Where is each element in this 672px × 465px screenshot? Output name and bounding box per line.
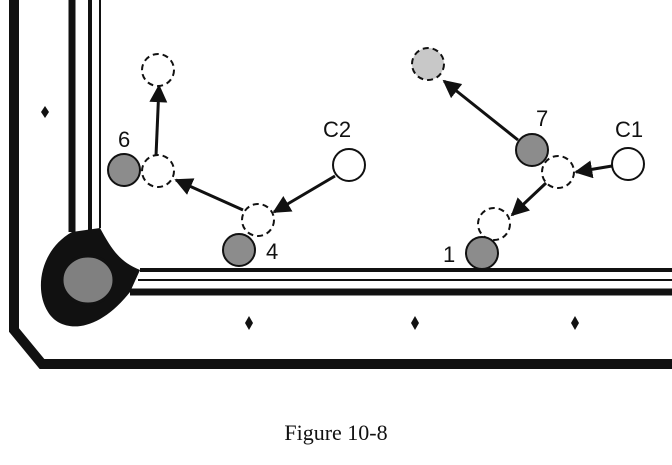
- label-1: 1: [443, 242, 455, 267]
- corner-pocket: [60, 254, 116, 306]
- carom-path-4: [174, 178, 244, 212]
- label-c2: C2: [323, 117, 351, 142]
- ball-6: [107, 153, 141, 187]
- cue-balls: [332, 147, 645, 182]
- figure-caption: Figure 10-8: [284, 420, 388, 445]
- ball-1: [465, 236, 499, 270]
- cue-path-c2: [272, 174, 336, 214]
- label-6: 6: [118, 127, 130, 152]
- path-6: [149, 84, 168, 157]
- ghost-ball-6: [141, 154, 175, 188]
- ball-4: [222, 233, 256, 267]
- cue-ball-c1: [611, 147, 645, 181]
- label-7: 7: [536, 106, 548, 131]
- ghost-balls: [141, 53, 575, 241]
- diamond-icon: [41, 106, 49, 118]
- diamond-icon: [411, 316, 419, 330]
- rail-diamonds: [41, 106, 579, 330]
- path-7: [442, 79, 519, 142]
- cue-path-c1: [574, 160, 613, 179]
- ghost-ball-1: [477, 207, 511, 241]
- diamond-icon: [245, 316, 253, 330]
- ghost-ball-7: [541, 155, 575, 189]
- table-rail: [9, 0, 672, 369]
- label-4: 4: [266, 239, 278, 264]
- path-1: [510, 181, 548, 217]
- ghost-ball-7-target: [411, 47, 445, 81]
- label-c1: C1: [615, 117, 643, 142]
- cue-ball-c2: [332, 148, 366, 182]
- shot-lines: [149, 79, 613, 217]
- ghost-ball-6-target: [141, 53, 175, 87]
- ball-7: [515, 133, 549, 167]
- object-balls: [107, 133, 549, 270]
- ghost-ball-4: [241, 203, 275, 237]
- diamond-icon: [571, 316, 579, 330]
